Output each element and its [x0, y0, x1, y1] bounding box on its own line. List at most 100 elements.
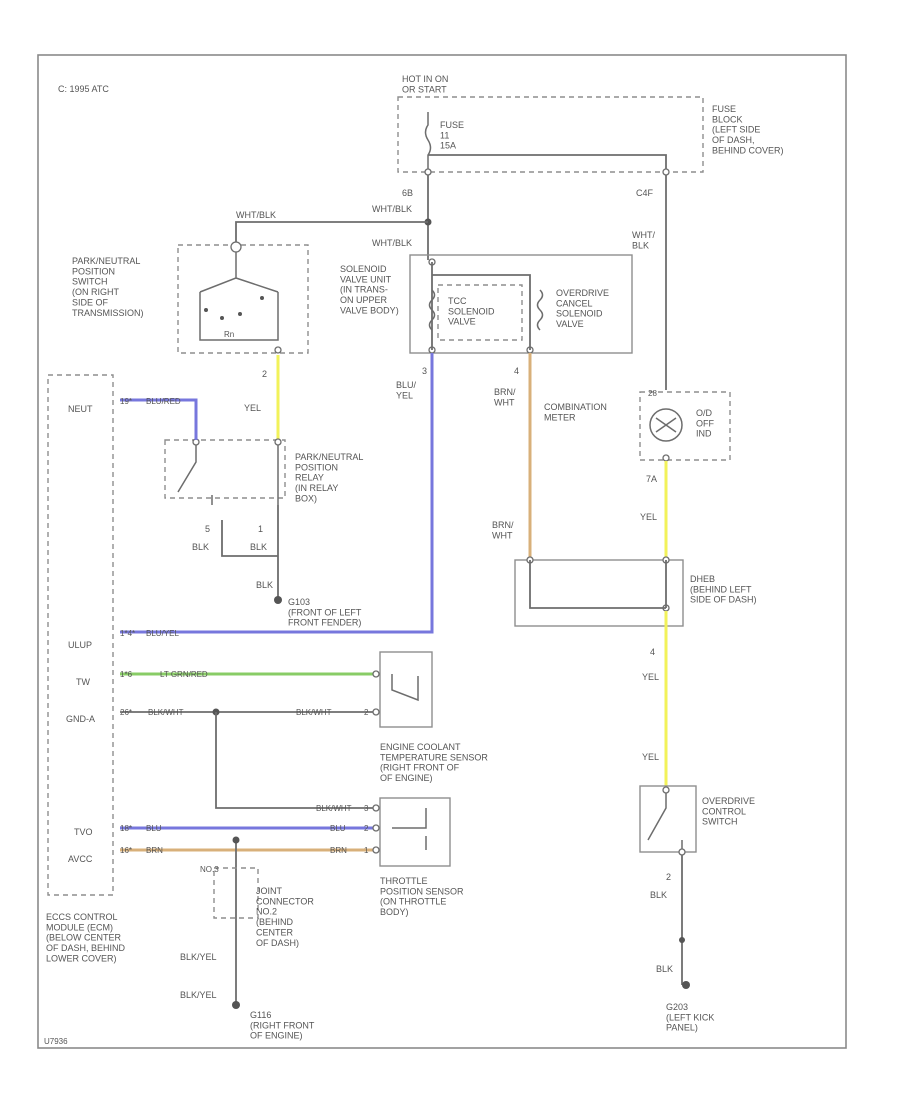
ecm-tvo-pin: 18*	[120, 824, 132, 833]
fuse-right-terminal	[662, 168, 670, 176]
pn-switch-wire: YEL	[244, 403, 261, 413]
wire-wht-blk-2: WHT/BLK	[372, 204, 412, 214]
ground-wire-2: BLK/YEL	[180, 990, 217, 1000]
wire-fuse-to-right	[428, 154, 667, 172]
ect-wire: BLK/WHT	[296, 708, 332, 717]
relay-pin-right: 1	[258, 524, 263, 534]
ecm-neut-pin: 19*	[120, 397, 132, 406]
jbox-pin: 4	[650, 647, 655, 657]
jbox-wire-out-2: YEL	[642, 752, 659, 762]
diagram-frame	[37, 54, 847, 1049]
relay-wire-left: BLK	[192, 542, 209, 552]
solenoid-pin-right: 4	[514, 366, 519, 376]
pin-c4f: C4F	[636, 188, 654, 198]
solenoid-pin-left: 3	[422, 366, 427, 376]
ecm-avcc-wire: BRN	[146, 846, 163, 855]
ecm-ulup-pin: 1*4*	[120, 629, 135, 638]
wire-wht-blk-1: WHT/BLK	[236, 210, 276, 220]
wire-to-pn-switch	[235, 221, 428, 245]
solenoid-wire-left: BLU/YEL	[396, 380, 417, 400]
fuse-terminal	[424, 168, 432, 176]
wire-wht-blk-3: WHT/BLK	[372, 238, 412, 248]
tps-wire-bot: BRN	[330, 846, 347, 855]
ecm-ulup-wire: BLU/YEL	[146, 629, 179, 638]
pn-switch-pin: 2	[262, 369, 267, 379]
wire-wht-blk-right: WHT/BLK	[632, 230, 655, 250]
ground-g103	[274, 596, 282, 604]
tps-wire-top: BLK/WHT	[316, 804, 352, 813]
relay-pin-left: 5	[205, 524, 210, 534]
ecm-tvo: TVO	[74, 827, 93, 837]
wire-blu-red	[120, 398, 198, 440]
tps-wire-mid: BLU	[330, 824, 346, 833]
ecm-gnd-a: GND-A	[66, 714, 95, 724]
ecm-neut: NEUT	[68, 404, 93, 414]
ecm-gnd-wire: BLK/WHT	[148, 708, 184, 717]
ecm-avcc: AVCC	[68, 854, 93, 864]
jbox-wire-out-1: YEL	[642, 672, 659, 682]
pin-6b: 6B	[402, 188, 413, 198]
ecm-neut-wire: BLU/RED	[146, 397, 181, 406]
od-switch-pin: 2	[666, 872, 671, 882]
meter-wire: YEL	[640, 512, 657, 522]
od-switch-wire-2: BLK	[656, 964, 673, 974]
diagram-footer-code: U7936	[44, 1037, 68, 1046]
meter-pin-bottom: 7A	[646, 474, 657, 484]
ecm-gnd-pin: 26*	[120, 708, 132, 717]
tps-pin-top: 3	[364, 804, 369, 813]
relay-wire-right: BLK	[250, 542, 267, 552]
relay-wire-down: BLK	[256, 580, 273, 590]
diagram-code: C: 1995 ATC	[58, 84, 109, 94]
solenoid-wire-right: BRN/WHT	[494, 387, 516, 407]
svg-text:Rn: Rn	[224, 330, 234, 339]
joint-pin: NO.3	[200, 865, 219, 874]
ecm-avcc-pin: 16*	[120, 846, 132, 855]
ground-wire-1: BLK/YEL	[180, 952, 217, 962]
wire-blu-yel	[120, 353, 434, 634]
ecm-tw-wire: LT GRN/RED	[160, 670, 208, 679]
wire-relay-gnd	[221, 505, 279, 600]
ecm-tvo-wire: BLU	[146, 824, 162, 833]
ecm: NEUT ULUP TW GND-A TVO AVCC ECCS CONTROL…	[46, 374, 126, 963]
meter-pin-top: 28	[648, 389, 657, 398]
jbox-wire-in: BRN/WHT	[492, 520, 514, 540]
tps-pin-bot: 1	[364, 846, 369, 855]
ground-g203	[682, 981, 690, 989]
tps-pin-mid: 2	[364, 824, 369, 833]
fuse-symbol	[424, 112, 432, 172]
wire-blk-wht-tps	[215, 712, 376, 809]
ecm-ulup: ULUP	[68, 640, 92, 650]
od-switch-wire: BLK	[650, 890, 667, 900]
od-splice	[679, 937, 685, 943]
ect-pin: 2	[364, 708, 369, 717]
